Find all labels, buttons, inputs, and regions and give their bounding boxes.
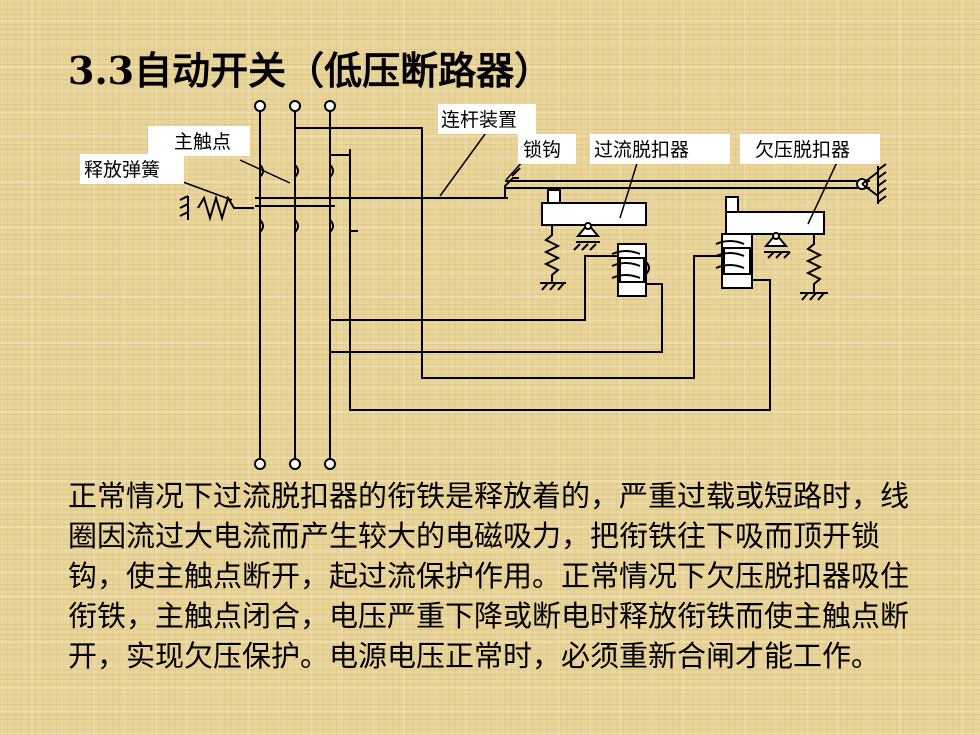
overcurrent-armature bbox=[541, 202, 647, 226]
wire-overcurrent-2 bbox=[330, 283, 663, 353]
wire-overcurrent-1 bbox=[330, 255, 618, 321]
label-release-spring: 释放弹簧 bbox=[84, 159, 160, 181]
label-undervoltage-release: 欠压脱扣器 bbox=[755, 139, 850, 161]
description-paragraph: 正常情况下过流脱扣器的衔铁是释放着的，严重过载或短路时，线圈因流过大电流而产生较… bbox=[68, 479, 910, 673]
latch-hook bbox=[504, 177, 519, 198]
circuit-breaker-diagram: 主触点 释放弹簧 连杆装置 锁钩 过流脱扣器 欠压脱扣器 bbox=[80, 100, 887, 470]
label-overcurrent-release: 过流脱扣器 bbox=[594, 139, 689, 161]
wire-undervoltage-1 bbox=[295, 127, 722, 379]
page-title: 3.3自动开关（低压断路器） bbox=[68, 48, 553, 93]
wire-undervoltage-2 bbox=[349, 155, 771, 411]
overcurrent-spring bbox=[543, 225, 561, 283]
label-linkage: 连杆装置 bbox=[441, 109, 517, 131]
undervoltage-armature bbox=[725, 211, 825, 235]
undervoltage-spring bbox=[805, 234, 823, 292]
label-main-contact: 主触点 bbox=[174, 131, 231, 153]
label-latch: 锁钩 bbox=[523, 139, 561, 161]
release-spring bbox=[197, 194, 254, 222]
